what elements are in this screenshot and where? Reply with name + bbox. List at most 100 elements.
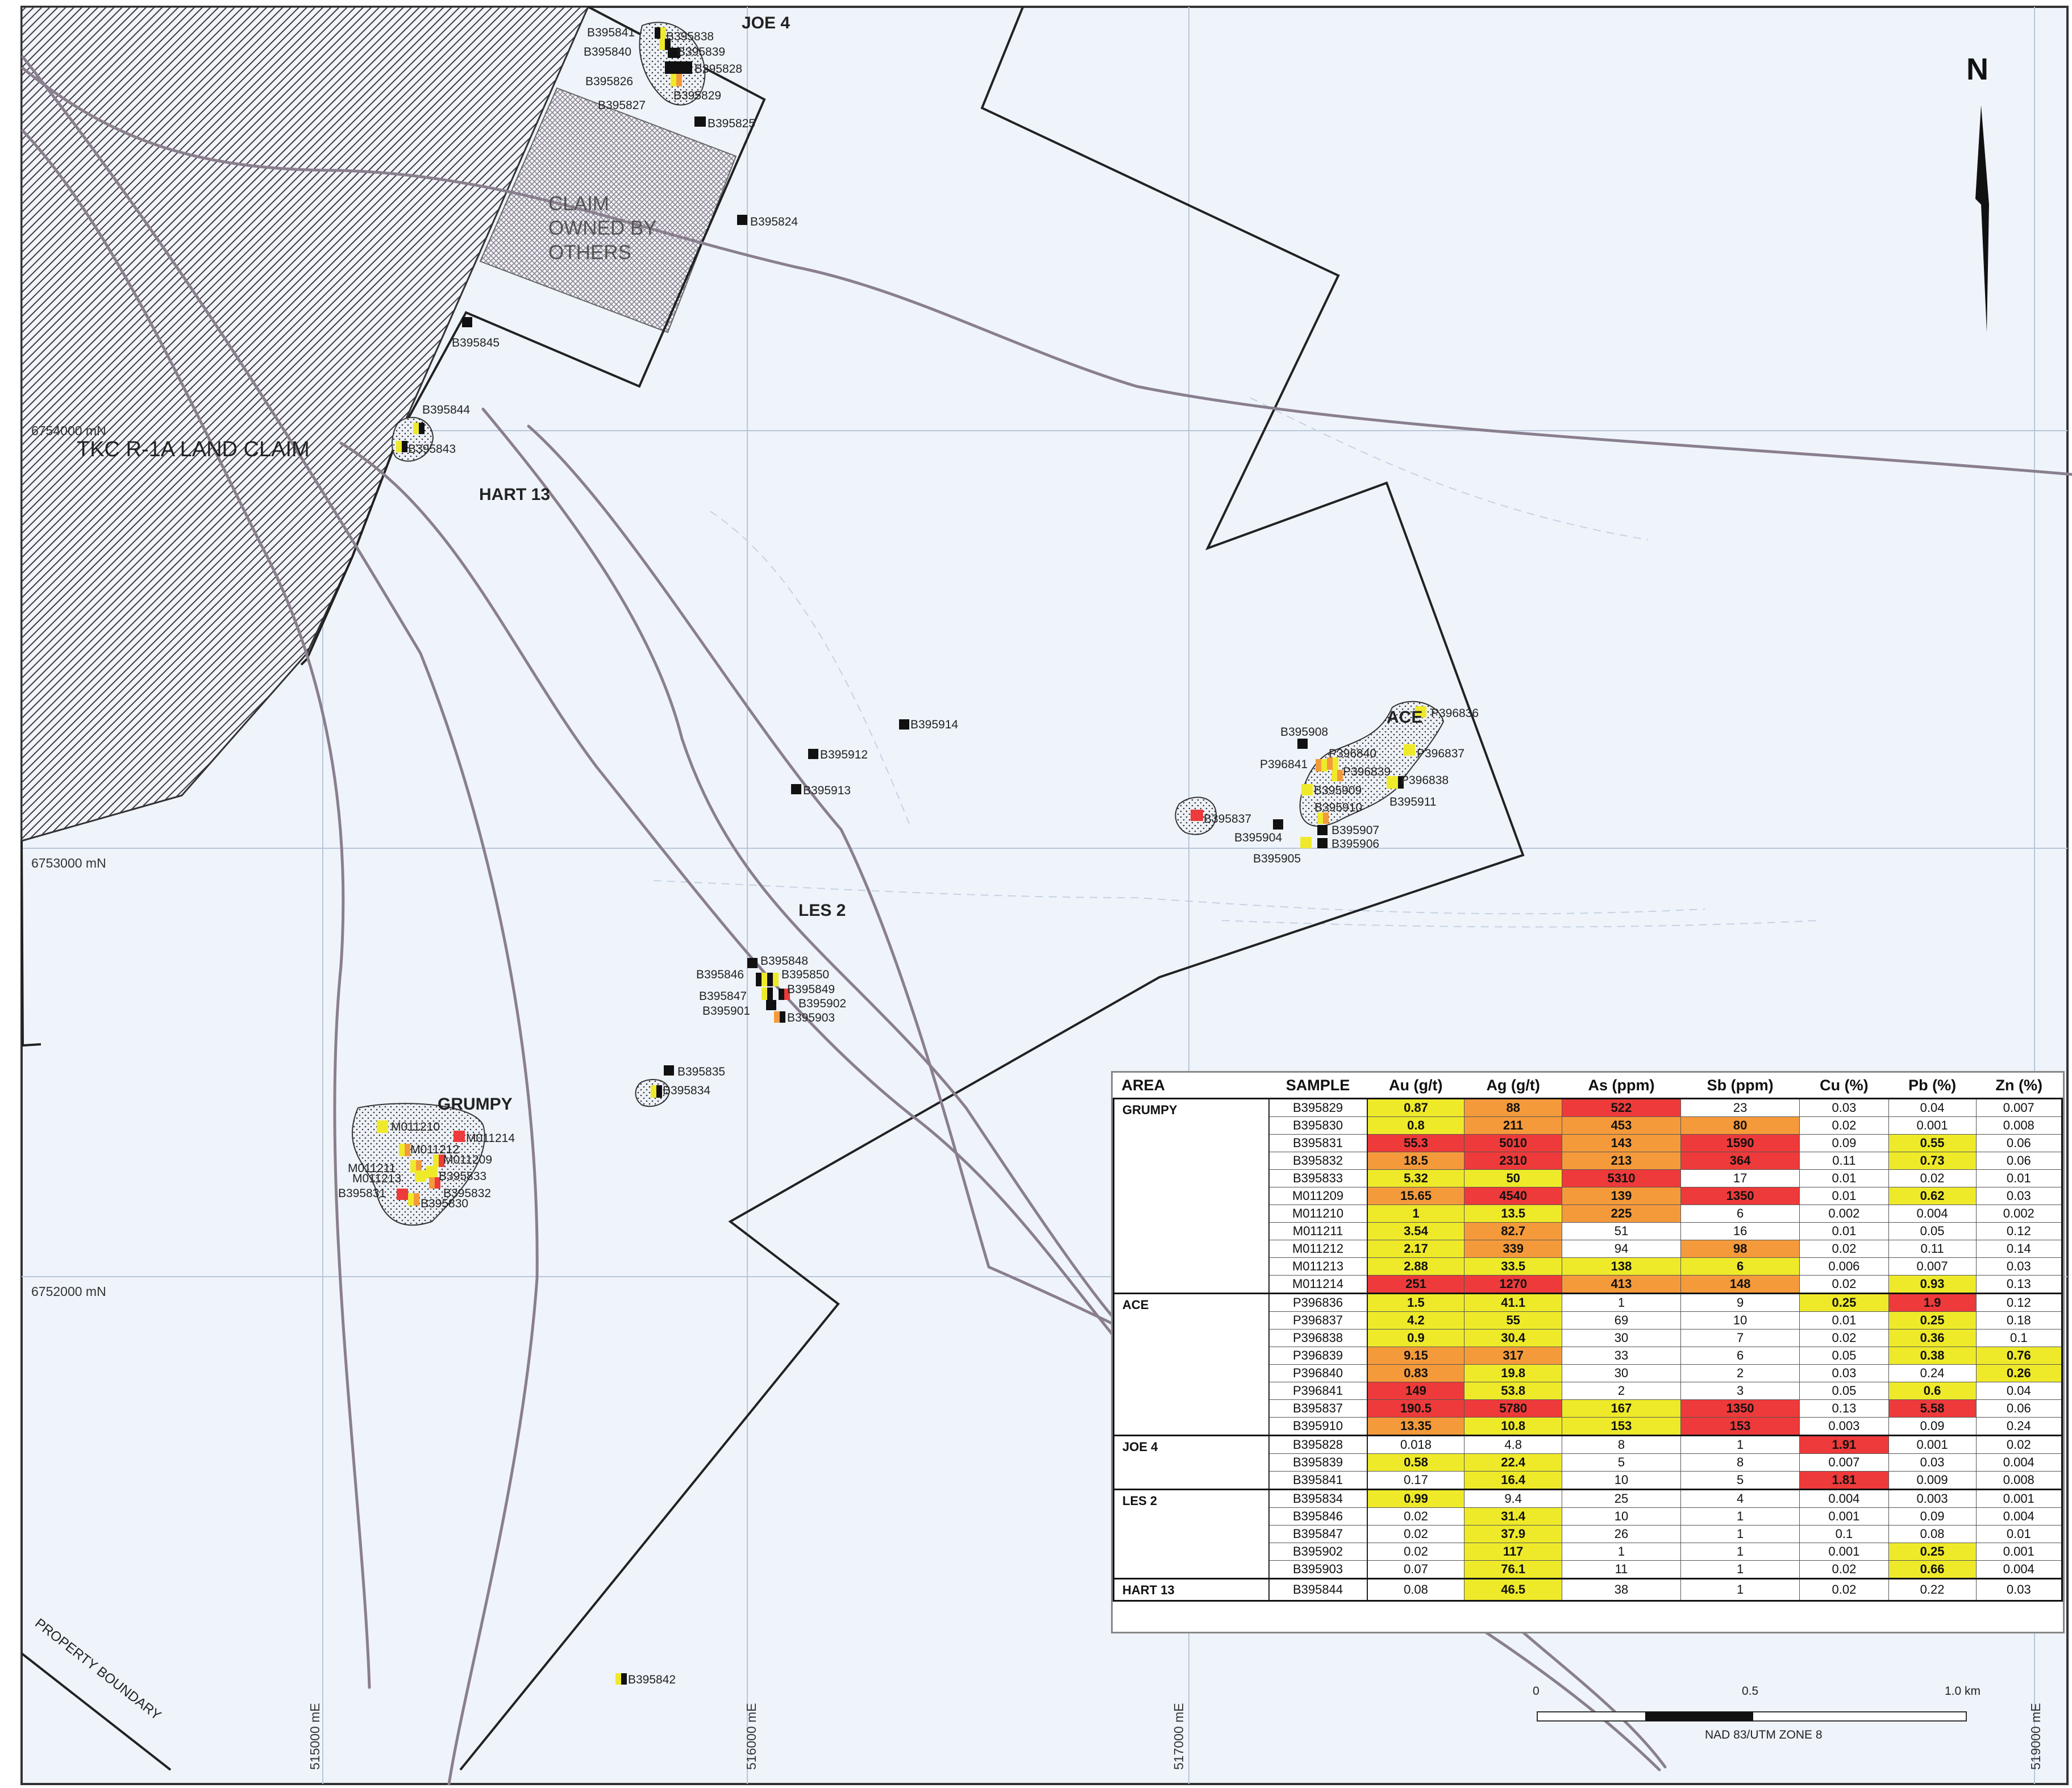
value-cell: 4.8 (1464, 1435, 1562, 1454)
sample-marker (1327, 757, 1338, 770)
value-cell: 5310 (1561, 1169, 1682, 1187)
sample-label: B395904 (1234, 831, 1282, 844)
value-cell: 0.66 (1888, 1560, 1977, 1579)
value-cell: 30 (1561, 1329, 1682, 1347)
value-cell: 0.05 (1799, 1382, 1889, 1400)
easting-label: 515000 mE (307, 1703, 322, 1770)
value-cell: 6 (1680, 1347, 1800, 1365)
value-cell: 211 (1464, 1116, 1562, 1135)
sample-label: B395848 (760, 955, 808, 968)
value-cell: 1.5 (1366, 1293, 1465, 1312)
sample-label: P396840 (1329, 747, 1376, 760)
sample-marker (671, 74, 682, 86)
value-cell: 149 (1366, 1382, 1465, 1400)
value-cell: 3.54 (1366, 1222, 1465, 1240)
value-cell: 0.001 (1975, 1543, 2063, 1561)
value-cell: 0.99 (1366, 1489, 1465, 1508)
value-cell: 0.83 (1366, 1364, 1465, 1382)
value-cell: 0.003 (1888, 1489, 1977, 1508)
value-cell: 0.01 (1799, 1187, 1889, 1205)
value-cell: 0.004 (1975, 1560, 2063, 1579)
sample-marker (664, 1065, 674, 1076)
value-cell: 0.1 (1975, 1329, 2063, 1347)
sample-cell: P396836 (1268, 1293, 1368, 1312)
value-cell: 50 (1464, 1169, 1562, 1187)
value-cell: 0.007 (1975, 1098, 2063, 1117)
value-cell: 0.02 (1799, 1116, 1889, 1135)
column-header: As (ppm) (1588, 1076, 1655, 1094)
sample-marker (429, 1177, 440, 1189)
value-cell: 0.09 (1799, 1134, 1889, 1152)
value-cell: 0.73 (1888, 1152, 1977, 1170)
value-cell: 2 (1561, 1382, 1682, 1400)
claim-owned-label: OTHERS (548, 241, 631, 264)
value-cell: 30 (1561, 1364, 1682, 1382)
easting-label: 519000 mE (2028, 1703, 2043, 1770)
area-label-hart13: HART 13 (479, 485, 550, 504)
sample-marker (453, 1131, 465, 1142)
sample-marker (1387, 776, 1404, 789)
value-cell: 148 (1680, 1275, 1800, 1294)
sample-cell: B395844 (1268, 1578, 1368, 1601)
value-cell: 0.02 (1799, 1329, 1889, 1347)
value-cell: 0.001 (1975, 1489, 2063, 1508)
sample-marker (737, 215, 747, 225)
value-cell: 0.17 (1366, 1471, 1465, 1490)
value-cell: 1 (1680, 1525, 1800, 1543)
sample-label: B395906 (1332, 837, 1379, 851)
column-header: Sb (ppm) (1707, 1076, 1774, 1094)
sample-cell: B395833 (1268, 1169, 1368, 1187)
value-cell: 46.5 (1464, 1578, 1562, 1601)
sample-label: B395846 (696, 968, 744, 981)
sample-marker (1316, 759, 1327, 772)
value-cell: 1 (1680, 1578, 1800, 1601)
area-label-grumpy: GRUMPY (438, 1095, 513, 1114)
sample-label: B395850 (781, 968, 829, 981)
sample-label: B395830 (421, 1197, 468, 1210)
value-cell: 25 (1561, 1489, 1682, 1508)
value-cell: 0.001 (1799, 1543, 1889, 1561)
value-cell: 1 (1561, 1293, 1682, 1312)
value-cell: 0.12 (1975, 1222, 2063, 1240)
area-cell: LES 2 (1113, 1489, 1270, 1579)
value-cell: 1 (1680, 1435, 1800, 1454)
value-cell: 0.05 (1888, 1222, 1977, 1240)
value-cell: 0.001 (1888, 1435, 1977, 1454)
sample-label: B395903 (787, 1011, 835, 1024)
value-cell: 6 (1680, 1257, 1800, 1276)
value-cell: 0.09 (1888, 1417, 1977, 1436)
sample-cell: B395832 (1268, 1152, 1368, 1170)
value-cell: 0.76 (1975, 1347, 2063, 1365)
value-cell: 0.02 (1799, 1240, 1889, 1258)
sample-label: B395834 (663, 1084, 710, 1097)
sample-marker (415, 1170, 426, 1182)
sample-cell: M011211 (1268, 1222, 1368, 1240)
value-cell: 5780 (1464, 1399, 1562, 1418)
value-cell: 0.38 (1888, 1347, 1977, 1365)
sample-label: P396841 (1260, 758, 1308, 771)
value-cell: 17 (1680, 1169, 1800, 1187)
sample-cell: B395902 (1268, 1543, 1368, 1561)
sample-marker (433, 1155, 444, 1167)
value-cell: 0.11 (1799, 1152, 1889, 1170)
value-cell: 15.65 (1366, 1187, 1465, 1205)
value-cell: 167 (1561, 1399, 1682, 1418)
sample-label: B395914 (910, 718, 958, 731)
sample-marker (747, 958, 758, 968)
value-cell: 0.36 (1888, 1329, 1977, 1347)
value-cell: 30.4 (1464, 1329, 1562, 1347)
scale-label: 0.5 (1742, 1685, 1758, 1698)
area-label-joe4: JOE 4 (742, 14, 790, 32)
sample-cell: M011209 (1268, 1187, 1368, 1205)
